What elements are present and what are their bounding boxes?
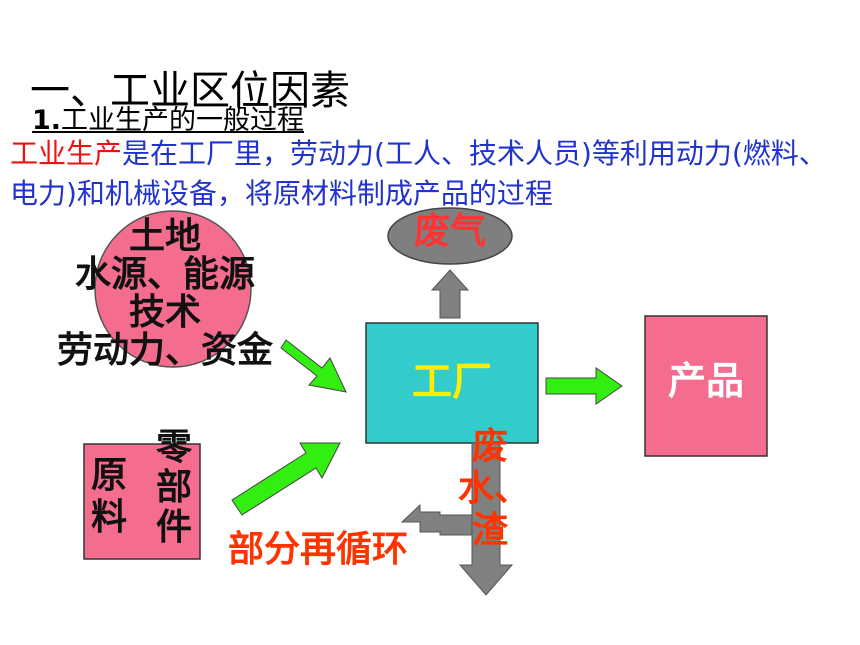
section-number: 1. — [32, 105, 62, 136]
raw-to-factory-arrow — [231, 442, 341, 516]
exhaust-up-arrow — [430, 269, 470, 319]
exhaust-gas-ellipse — [387, 207, 513, 265]
section-subtitle-text: 工业生产的一般过程 — [61, 105, 305, 136]
factory-label: 工厂 — [412, 359, 492, 405]
factory-box — [365, 322, 539, 444]
waste-label: 废水、渣 — [458, 426, 531, 551]
product-box — [644, 315, 768, 457]
factor-item: 劳动力、资金 — [56, 330, 273, 371]
definition-text: 工业生产是在工厂里，劳动力(工人、技术人员)等利用动力(燃料、电力)和机械设备，… — [10, 134, 850, 214]
factors-circle — [94, 210, 252, 368]
page-title: 一、工业区位因素 — [30, 68, 350, 114]
factor-item: 水源、能源 — [74, 254, 255, 295]
product-label: 产品 — [667, 359, 744, 403]
section-subtitle: 1.工业生产的一般过程 — [32, 98, 304, 137]
factors-list: 土地 水源、能源 技术 劳动力、资金 — [35, 218, 295, 370]
factory-to-product-arrow — [545, 367, 623, 405]
parts-label: 零部件 — [155, 427, 192, 548]
factors-to-factory-arrow — [280, 339, 347, 393]
exhaust-gas-label: 废气 — [413, 211, 486, 252]
factor-item: 技术 — [128, 292, 201, 333]
raw-material-label: 原料 — [90, 455, 127, 538]
factor-item: 土地 — [128, 216, 201, 257]
recycle-label: 部分再循环 — [228, 529, 409, 570]
recycle-arrow — [400, 503, 473, 536]
definition-body: 是在工厂里，劳动力(工人、技术人员)等利用动力(燃料、电力)和机械设备，将原材料… — [10, 137, 827, 210]
waste-down-arrow — [458, 442, 514, 596]
definition-highlight: 工业生产 — [10, 137, 123, 170]
raw-material-box — [83, 443, 201, 560]
